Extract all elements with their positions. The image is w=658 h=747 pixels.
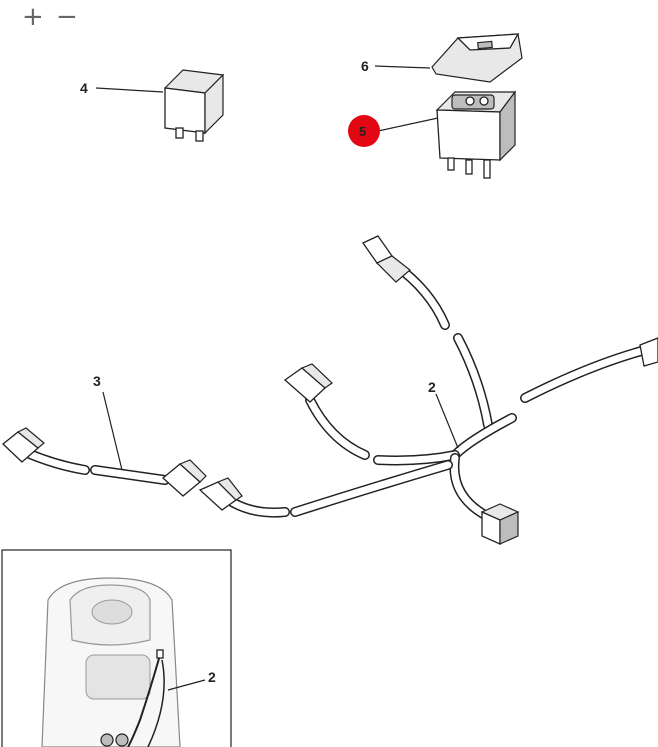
wiring-harness-main[interactable]	[198, 235, 658, 546]
callout-4[interactable]: 4	[80, 80, 88, 96]
switch-cover-part[interactable]	[431, 33, 523, 83]
callout-5-highlight	[348, 115, 380, 147]
callout-2-inset[interactable]: 2	[208, 669, 216, 685]
rocker-switch-part[interactable]	[435, 90, 517, 179]
wiring-harness-secondary[interactable]	[2, 427, 207, 497]
callout-6[interactable]: 6	[361, 58, 369, 74]
inset-view	[1, 549, 232, 747]
relay-part[interactable]	[163, 69, 225, 142]
cover-leader-line	[374, 65, 431, 69]
zoom-out-button[interactable]: −	[56, 2, 78, 32]
harness-leader-line	[435, 393, 459, 449]
relay-leader-line	[95, 87, 164, 93]
switch-leader-line	[377, 117, 439, 132]
callout-2[interactable]: 2	[428, 379, 436, 395]
zoom-in-button[interactable]: +	[22, 2, 44, 32]
harness-3-leader-line	[102, 391, 123, 471]
callout-3[interactable]: 3	[93, 373, 101, 389]
callout-5[interactable]: 5	[359, 124, 366, 139]
